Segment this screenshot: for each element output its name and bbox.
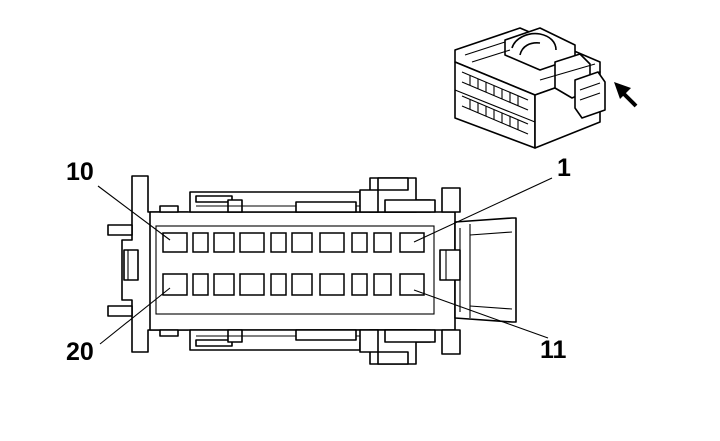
cavity-pin-7 [239, 232, 265, 253]
connector-face-view [97, 175, 553, 365]
cavity-pin-20 [162, 273, 188, 296]
cavity-pin-4 [319, 232, 345, 253]
cavity-pin-17 [239, 273, 265, 296]
cavity-pin-18 [213, 273, 235, 296]
cavity-pin-5 [291, 232, 313, 253]
top-rail [159, 177, 461, 213]
cavity-pin-15 [291, 273, 313, 296]
cavity-pin-14 [319, 273, 345, 296]
pin-label-11: 11 [540, 336, 567, 364]
cavity-pin-10 [162, 232, 188, 253]
cavity-pin-13 [351, 273, 368, 296]
cavity-pin-12 [373, 273, 392, 296]
cavity-pin-9 [192, 232, 209, 253]
cavity-pin-1 [399, 232, 425, 253]
pin-label-20: 20 [66, 338, 94, 366]
pin-label-10: 10 [66, 158, 94, 186]
connector-isometric-icon [454, 27, 606, 149]
cavity-pin-19 [192, 273, 209, 296]
cavity-pin-8 [213, 232, 235, 253]
view-direction-arrow-icon [614, 82, 638, 108]
cavity-pin-3 [351, 232, 368, 253]
cavity-pin-11 [399, 273, 425, 296]
pin-label-1: 1 [557, 154, 571, 182]
leader-lines [97, 177, 553, 345]
bottom-rail [159, 329, 461, 365]
cavity-grid [162, 232, 425, 296]
cavity-pin-2 [373, 232, 392, 253]
right-lever [439, 217, 517, 323]
cavity-pin-6 [270, 232, 287, 253]
cavity-pin-16 [270, 273, 287, 296]
